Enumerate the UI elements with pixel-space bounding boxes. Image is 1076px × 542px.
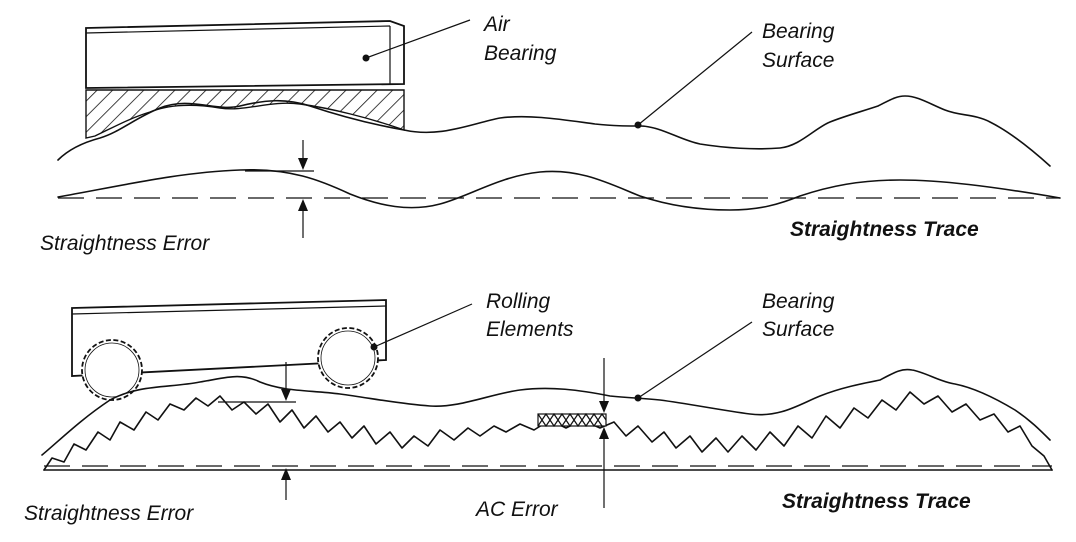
top-bearing-surface-profile xyxy=(57,95,1051,167)
rolling-elements-label-line2: Elements xyxy=(486,318,574,341)
ac-error-label: AC Error xyxy=(474,498,559,521)
bottom-rough-surface-profile xyxy=(43,391,1053,471)
ac-error-arrowhead-lower xyxy=(599,427,609,439)
ac-error-band-zigzag xyxy=(537,412,607,428)
top-panel: Air Bearing Bearing Surface Straightness… xyxy=(40,13,1061,255)
rolling-carriage-top-edge xyxy=(71,305,387,315)
bottom-bearing-surface-leader xyxy=(637,321,753,399)
rolling-element-right xyxy=(317,327,379,389)
top-bearing-surface-label-line1: Bearing xyxy=(762,20,835,43)
top-bearing-surface-label-line2: Surface xyxy=(762,49,834,72)
air-bearing-block-top-edge xyxy=(85,25,391,34)
ac-error-arrowhead-upper xyxy=(599,401,609,413)
air-bearing-label-line1: Air xyxy=(482,13,511,36)
air-bearing-label-line2: Bearing xyxy=(484,42,557,65)
top-error-arrowhead-lower xyxy=(298,199,308,211)
bottom-error-arrowhead-lower xyxy=(281,468,291,480)
bottom-bearing-surface-profile xyxy=(41,368,1051,456)
air-bearing-block xyxy=(85,20,405,89)
top-bearing-surface-leader xyxy=(637,31,753,126)
top-straightness-error-label: Straightness Error xyxy=(40,232,210,255)
rolling-elements-leader xyxy=(373,303,473,348)
bottom-error-arrowhead-upper xyxy=(281,389,291,401)
air-bearing-film-hatch xyxy=(85,89,405,139)
rolling-element-left xyxy=(81,339,143,401)
bottom-bearing-surface-label-line1: Bearing xyxy=(762,290,835,313)
bottom-straightness-trace-label: Straightness Trace xyxy=(782,490,971,513)
top-straightness-trace xyxy=(57,168,1061,211)
top-error-arrowhead-upper xyxy=(298,158,308,170)
bottom-bearing-surface-label-line2: Surface xyxy=(762,318,834,341)
rolling-elements-label-line1: Rolling xyxy=(486,290,551,313)
bottom-panel: Rolling Elements Bearing Surface Straigh… xyxy=(24,290,1053,525)
air-bearing-leader xyxy=(365,19,471,59)
bottom-straightness-error-label: Straightness Error xyxy=(24,502,194,525)
top-straightness-trace-label: Straightness Trace xyxy=(790,218,979,241)
rolling-carriage-block xyxy=(71,299,387,377)
